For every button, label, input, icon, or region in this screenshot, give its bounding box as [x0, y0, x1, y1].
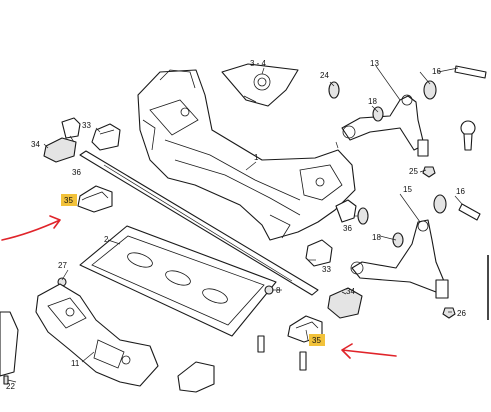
bolt-22 [3, 375, 9, 385]
bushing-lower-right [433, 194, 447, 214]
callout-34-upper: 34 [31, 140, 40, 149]
callout-labels: 1 2 3 - 4 8 11 13 15 16 16 18 18 22 24 2… [6, 59, 466, 391]
bushing-18-upper [372, 106, 384, 122]
bolt-16-upper [454, 65, 487, 79]
crossmember-part-11 [35, 283, 159, 387]
bushing-lower-left [357, 207, 369, 225]
upper-control-arm [341, 94, 429, 157]
nut-26 [442, 307, 456, 319]
washer-8 [264, 285, 274, 295]
leader-lines [7, 65, 463, 383]
callout-36-lower: 36 [343, 224, 352, 233]
nut-25 [422, 166, 436, 178]
mount-34-upper [43, 137, 77, 163]
lower-center-bracket [177, 361, 215, 393]
mount-33-upper [91, 123, 121, 151]
bushing-18-lower [392, 232, 404, 248]
red-arrow-right [341, 343, 397, 359]
callout-36-upper: 36 [72, 168, 81, 177]
callout-1: 1 [254, 153, 259, 162]
callout-8: 8 [276, 286, 281, 295]
callout-24: 24 [320, 71, 329, 80]
bolt-lower-a [257, 335, 265, 353]
callout-26: 26 [457, 309, 466, 318]
callout-18-upper: 18 [368, 97, 377, 106]
mount-36-upper [61, 117, 81, 139]
red-arrow-left [1, 215, 61, 241]
mount-35-upper [77, 185, 113, 213]
bolt-16-lower [458, 203, 481, 221]
lower-control-arm [350, 219, 449, 299]
callout-33-lower: 33 [322, 265, 331, 274]
bracket-22 [0, 311, 19, 377]
callout-22: 22 [6, 382, 15, 391]
callout-34-lower: 34 [346, 287, 355, 296]
skid-plate-part [79, 225, 277, 337]
callout-25: 25 [409, 167, 418, 176]
subframe-part [137, 69, 356, 241]
highlight-35-upper [61, 194, 77, 206]
highlight-35-lower [309, 334, 325, 346]
callout-3-4: 3 - 4 [250, 59, 267, 68]
mount-36-lower [335, 199, 357, 223]
bushing-upper-right [423, 80, 437, 100]
callout-18-lower: 18 [372, 233, 381, 242]
callout-15: 15 [403, 185, 412, 194]
mount-34-lower [327, 287, 363, 319]
callout-35-upper: 35 [64, 196, 73, 205]
ball-joint-upper [460, 120, 476, 151]
callout-13: 13 [370, 59, 379, 68]
mount-33-lower [305, 239, 333, 267]
bracket-part [221, 63, 299, 107]
callout-33-upper: 33 [82, 121, 91, 130]
bolt-lower-b [299, 351, 307, 371]
callout-2: 2 [104, 235, 109, 244]
callout-11: 11 [71, 359, 80, 368]
callout-35-lower: 35 [312, 336, 321, 345]
callout-16-upper: 16 [432, 67, 441, 76]
callout-27: 27 [58, 261, 67, 270]
callout-16-lower: 16 [456, 187, 465, 196]
bushing-24 [328, 81, 340, 99]
